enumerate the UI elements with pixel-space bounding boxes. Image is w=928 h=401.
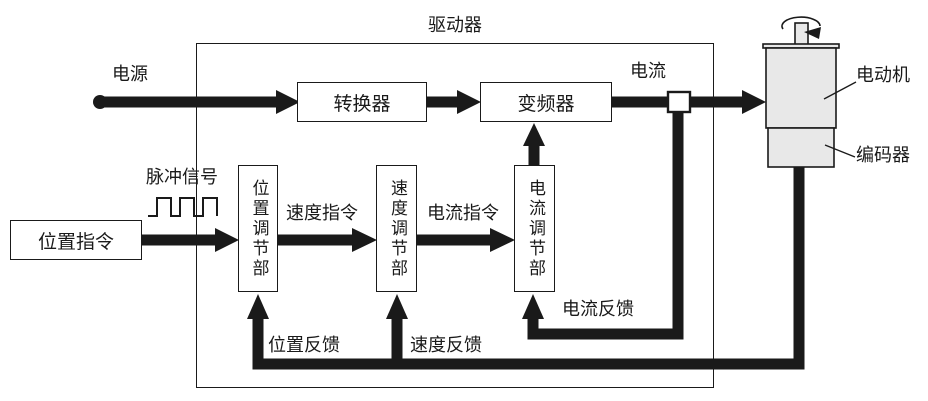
converter-to-inverter-arrow [427, 90, 481, 114]
encoder-body-shape [767, 127, 835, 168]
pulse-signal-label: 脉冲信号 [146, 167, 218, 188]
driver-boundary-box [196, 43, 714, 388]
encoder-leader-line [824, 144, 856, 158]
position-regulator-label: 位置调节部 [248, 178, 269, 279]
motor-label: 电动机 [856, 65, 910, 86]
speed-feedback-label: 速度反馈 [410, 335, 482, 356]
motor-body-shape [765, 47, 837, 129]
speed-regulator-label: 速度调节部 [387, 178, 407, 279]
position-command-block: 位置指令 [10, 220, 142, 260]
speed-command-arrow [278, 228, 377, 252]
current-command-label: 电流指令 [427, 203, 499, 224]
position-feedback-label: 位置反馈 [268, 335, 340, 356]
current-regulator-label: 电流调节部 [525, 178, 545, 279]
motor-assembly [762, 22, 840, 168]
current-regulator-block: 电流调节部 [514, 165, 555, 292]
position-command-label: 位置指令 [37, 230, 114, 253]
inverter-block: 变频器 [480, 82, 612, 122]
power-label: 电源 [112, 64, 148, 85]
encoder-label: 编码器 [856, 145, 910, 166]
pulse-waveform-icon [148, 197, 218, 217]
regulator-to-inverter-arrow [523, 123, 545, 167]
position-regulator-block: 位置调节部 [238, 165, 278, 292]
inverter-label: 变频器 [517, 92, 575, 115]
rotation-arrow-icon [781, 16, 821, 39]
current-command-arrow [417, 228, 515, 252]
encoder-feedback-line [247, 165, 805, 370]
speed-command-label: 速度指令 [286, 203, 358, 224]
power-flow-arrow [100, 90, 300, 114]
current-feedback-line [522, 106, 684, 340]
converter-block: 转换器 [297, 82, 427, 122]
position-command-arrow [142, 228, 239, 252]
speed-regulator-block: 速度调节部 [376, 165, 417, 292]
current-feedback-label: 电流反馈 [562, 299, 634, 320]
motor-leader-line [823, 81, 857, 100]
converter-label: 转换器 [333, 92, 391, 115]
current-sensor-node [666, 90, 692, 114]
driver-title: 驱动器 [428, 15, 482, 36]
current-label: 电流 [630, 61, 666, 82]
